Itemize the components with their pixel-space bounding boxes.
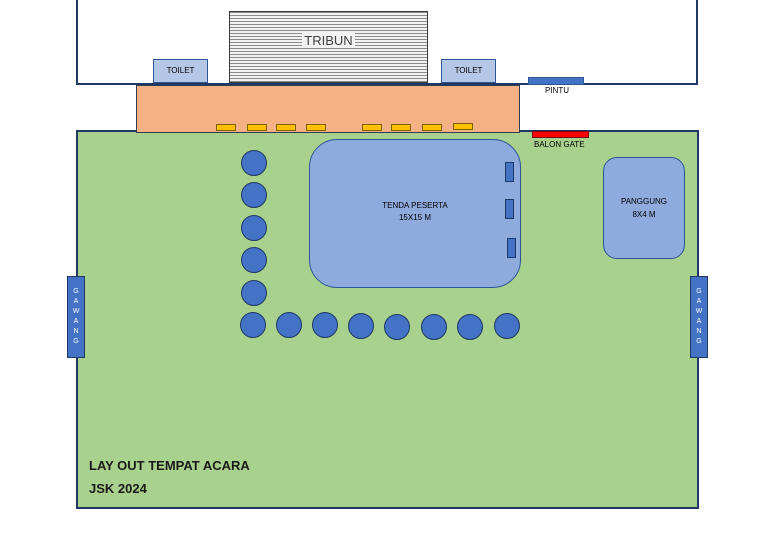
tenda-label-line2: 15X15 M [398,213,432,222]
balon-gate-label: BALON GATE [534,140,585,149]
pintu-label: PINTU [545,86,569,95]
bench [391,124,411,131]
bench [362,124,382,131]
gawang-left: G A W A N G [67,276,85,358]
round-table [241,150,267,176]
gawang-letter: A [696,298,702,305]
bench [453,123,473,130]
panggung-label-line2: 8X4 M [632,210,656,219]
tenda-label: TENDA PESERTA 15X15 M [360,200,470,224]
round-table [348,313,374,339]
tenda-booth [507,238,516,258]
gawang-letter: G [696,338,702,345]
panggung-label: PANGGUNG 8X4 M [603,195,685,221]
round-table [241,215,267,241]
balon-gate [532,131,589,138]
layout-subtitle: JSK 2024 [89,481,147,496]
layout-title: LAY OUT TEMPAT ACARA [89,458,250,473]
toilet-left: TOILET [153,59,208,83]
bench [216,124,236,131]
gawang-letter: A [696,318,702,325]
bench [276,124,296,131]
round-table [276,312,302,338]
tenda-booth [505,162,514,182]
gawang-letter: A [73,318,79,325]
gawang-letter: W [695,308,703,315]
gawang-right: G A W A N G [690,276,708,358]
panggung-stage [603,157,685,259]
tenda-label-line1: TENDA PESERTA [382,201,448,210]
gawang-letter: N [696,328,702,335]
round-table [384,314,410,340]
tenda-peserta [309,139,521,288]
round-table [241,182,267,208]
round-table [241,280,267,306]
gawang-letter: G [73,288,79,295]
bench [306,124,326,131]
round-table [241,247,267,273]
round-table [312,312,338,338]
gawang-letter: G [696,288,702,295]
bench [422,124,442,131]
round-table [494,313,520,339]
panggung-label-line1: PANGGUNG [620,197,668,206]
gawang-letter: W [72,308,80,315]
round-table [421,314,447,340]
round-table [457,314,483,340]
toilet-right: TOILET [441,59,496,83]
gawang-letter: A [73,298,79,305]
bench [247,124,267,131]
tribun-label: TRIBUN [302,33,355,48]
pintu-door [528,77,584,85]
gawang-letter: G [73,338,79,345]
round-table [240,312,266,338]
gawang-letter: N [73,328,79,335]
tenda-booth [505,199,514,219]
